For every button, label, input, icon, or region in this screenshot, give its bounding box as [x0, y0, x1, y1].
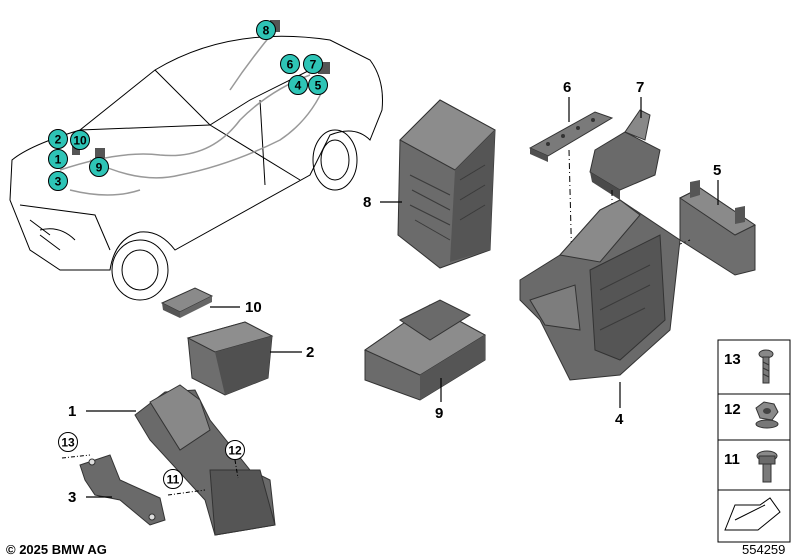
- svg-text:13: 13: [61, 436, 75, 450]
- car-badge[interactable]: 8: [256, 20, 276, 40]
- part-4-carrier: 4: [519, 199, 681, 428]
- car-badge[interactable]: 9: [89, 157, 109, 177]
- svg-text:9: 9: [96, 161, 103, 175]
- part-7-cover: 7: [589, 79, 661, 240]
- part-10-cap: 10: [160, 287, 262, 318]
- svg-text:10: 10: [73, 134, 87, 148]
- callout-1: 1: [68, 403, 76, 420]
- callout-7: 7: [636, 79, 644, 96]
- svg-text:11: 11: [167, 473, 180, 487]
- svg-text:2: 2: [55, 133, 62, 147]
- wiring-harness: [59, 29, 326, 196]
- svg-text:12: 12: [228, 444, 242, 458]
- screw-icon: [758, 349, 774, 384]
- car-badge[interactable]: 10: [70, 130, 90, 150]
- car-badge[interactable]: 1: [48, 149, 68, 169]
- car-badge[interactable]: 2: [48, 129, 68, 149]
- part-8-control-unit: 8: [363, 99, 496, 269]
- circled-ref-12: 12: [225, 440, 245, 479]
- svg-text:5: 5: [315, 79, 322, 93]
- car-badge[interactable]: 5: [308, 75, 328, 95]
- fastener-12-label: 12: [724, 401, 741, 418]
- car-badge[interactable]: 6: [280, 54, 300, 74]
- part-2-fuse-cover: 2: [186, 321, 314, 396]
- fastener-13-label: 13: [724, 351, 741, 368]
- fastener-panel: 13 12 11: [717, 339, 791, 543]
- svg-text:8: 8: [263, 24, 270, 38]
- callout-4: 4: [615, 411, 624, 428]
- fastener-11-label: 11: [724, 451, 740, 468]
- circled-ref-13: 13: [58, 432, 91, 459]
- callout-9: 9: [435, 405, 443, 422]
- callout-5: 5: [713, 162, 721, 179]
- arrow-icon: [724, 497, 781, 531]
- bolt-icon: [756, 450, 778, 483]
- circled-ref-11: 11: [163, 469, 206, 496]
- callout-3: 3: [68, 489, 76, 506]
- svg-text:6: 6: [287, 58, 294, 72]
- copyright-text: © 2025 BMW AG: [6, 542, 107, 557]
- callout-2: 2: [306, 344, 314, 361]
- callout-8: 8: [363, 194, 371, 211]
- callout-10: 10: [245, 299, 262, 316]
- part-3-bracket: 3: [68, 454, 166, 526]
- part-1-holder: 1: [68, 384, 276, 536]
- callout-6: 6: [563, 79, 571, 96]
- car-badges: 8 6 7 4 5 2 10 1 9 3: [48, 20, 328, 191]
- svg-text:7: 7: [310, 58, 317, 72]
- svg-text:4: 4: [295, 79, 302, 93]
- nut-icon: [755, 401, 779, 429]
- part-9-relay-module: 9: [363, 299, 486, 422]
- diagram-number: 554259: [742, 542, 785, 557]
- svg-text:1: 1: [55, 153, 62, 167]
- car-outline: [9, 35, 383, 301]
- car-badge[interactable]: 3: [48, 171, 68, 191]
- car-badge[interactable]: 7: [303, 54, 323, 74]
- car-badge[interactable]: 4: [288, 75, 308, 95]
- svg-text:3: 3: [55, 175, 62, 189]
